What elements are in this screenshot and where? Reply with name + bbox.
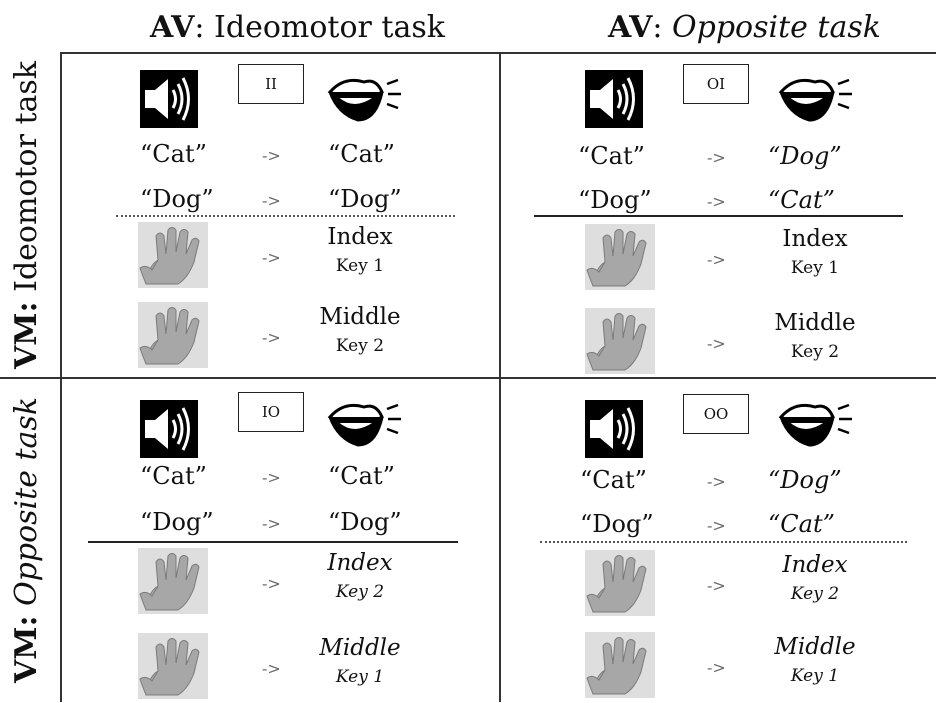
arrow-label: -> [707,658,726,677]
column-header-sep: : [652,10,673,45]
section-divider-dotted [116,215,455,217]
grid-line-top [60,52,936,54]
heard-word: “Cat” [140,462,207,490]
condition-code-box: II [238,64,304,104]
key-label: Key 2 [335,582,385,602]
key-label: Key 1 [790,258,840,278]
section-divider-solid [88,541,458,543]
key-label: Key 2 [790,342,840,362]
mouth-icon [324,395,404,461]
hand-icon [138,302,208,368]
row-header-name: Opposite task [9,397,44,616]
spoken-word: “Dog” [768,142,842,170]
row-header-name: Ideomotor task [9,61,44,302]
section-divider-solid [534,215,903,217]
key-label: Key 2 [335,336,385,356]
mouth-icon [775,70,855,136]
spoken-word: “Dog” [328,508,402,536]
column-header-av-opposite: AV: Opposite task [608,10,881,45]
key-label: Key 2 [790,584,840,604]
heard-word: “Dog” [580,510,654,538]
column-header-name: Ideomotor task [214,10,445,45]
row-header-prefix: VM: [9,301,44,369]
heard-word: “Dog” [140,508,214,536]
arrow-label: -> [262,574,281,593]
heard-word: “Cat” [578,142,645,170]
arrow-label: -> [707,148,726,167]
spoken-word: “Cat” [768,510,835,538]
finger-label: Middle [774,634,856,660]
arrow-label: -> [707,250,726,269]
spoken-word: “Cat” [768,186,835,214]
finger-label: Index [327,224,393,250]
hand-icon [138,633,208,699]
column-header-prefix: AV [608,10,653,45]
finger-label: Index [782,552,848,578]
arrow-label: -> [707,472,726,491]
finger-label: Middle [319,635,401,661]
spoken-word: “Cat” [328,462,395,490]
heard-word: “Cat” [580,466,647,494]
spoken-word: “Dog” [328,185,402,213]
speaker-icon [140,400,198,462]
finger-label: Middle [319,304,401,330]
arrow-label: -> [262,328,281,347]
arrow-label: -> [262,248,281,267]
arrow-label: -> [707,516,726,535]
arrow-label: -> [262,659,281,678]
arrow-label: -> [262,468,281,487]
finger-label: Middle [774,310,856,336]
hand-icon [585,632,655,698]
row-header-prefix: VM: [9,615,44,684]
column-header-prefix: AV [150,10,195,45]
speaker-icon [140,70,198,132]
hand-icon [585,308,655,374]
column-header-sep: : [194,10,215,45]
mouth-icon [324,70,404,136]
column-header-av-ideomotor: AV: Ideomotor task [150,10,445,45]
arrow-label: -> [707,192,726,211]
section-divider-dotted [540,541,907,543]
hand-icon [138,548,208,614]
key-label: Key 1 [335,256,385,276]
hand-icon [138,222,208,288]
heard-word: “Dog” [578,186,652,214]
heard-word: “Cat” [140,140,207,168]
heard-word: “Dog” [140,185,214,213]
column-header-name: Opposite task [672,10,881,45]
spoken-word: “Dog” [768,466,842,494]
condition-code-box: OO [683,394,749,434]
finger-label: Index [327,550,393,576]
arrow-label: -> [707,576,726,595]
condition-code-box: OI [683,64,749,104]
hand-icon [585,224,655,290]
spoken-word: “Cat” [328,140,395,168]
finger-label: Index [782,226,848,252]
arrow-label: -> [262,146,281,165]
speaker-icon [585,400,643,462]
key-label: Key 1 [335,667,385,687]
arrow-label: -> [707,334,726,353]
speaker-icon [585,70,643,132]
condition-code-box: IO [238,392,304,432]
arrow-label: -> [262,191,281,210]
hand-icon [585,550,655,616]
row-header-vm-opposite: VM: Opposite task [7,385,47,695]
row-header-vm-ideomotor: VM: Ideomotor task [7,60,47,370]
arrow-label: -> [262,514,281,533]
grid-line-center-horizontal [0,377,936,379]
mouth-icon [775,395,855,461]
key-label: Key 1 [790,666,840,686]
